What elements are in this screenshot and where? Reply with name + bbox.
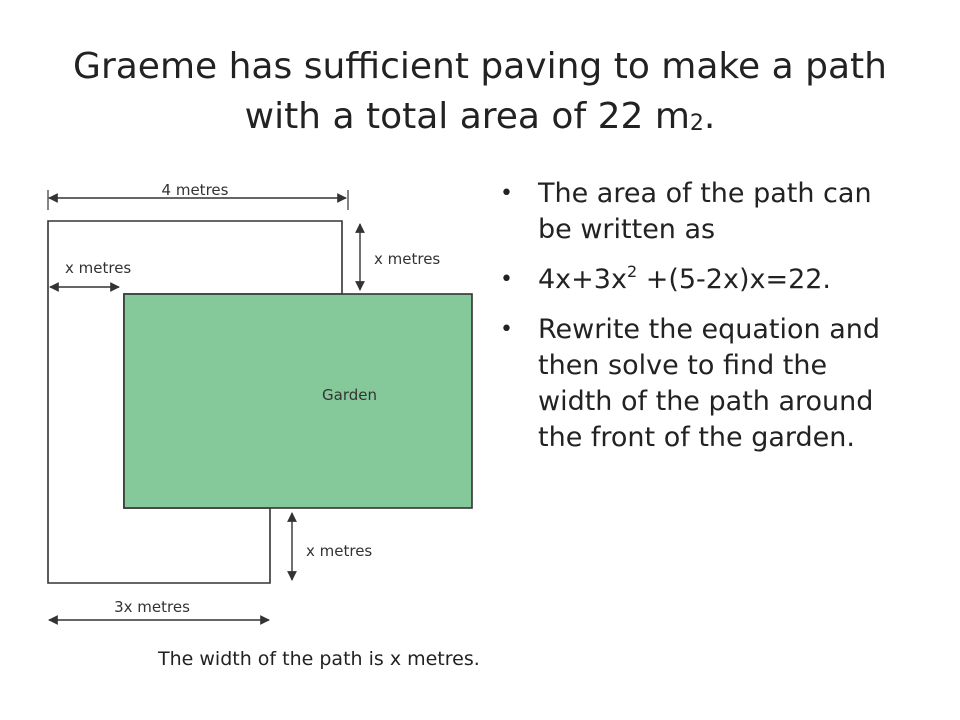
equation-start: 4x+3x xyxy=(538,264,627,295)
bullet-list: • The area of the path can be written as… xyxy=(500,176,900,470)
left-dimension-label: x metres xyxy=(65,259,131,277)
bullet-item-instruction: • Rewrite the equation and then solve to… xyxy=(500,312,900,456)
bullet-text: The area of the path can be written as xyxy=(538,178,872,245)
bullet-item-area: • The area of the path can be written as xyxy=(500,176,900,248)
bottom-dimension-label: 3x metres xyxy=(114,598,190,616)
right-bottom-dimension-label: x metres xyxy=(306,542,372,560)
bullet-icon: • xyxy=(500,317,513,342)
slide-title: Graeme has sufficient paving to make a p… xyxy=(40,42,920,149)
garden-rect xyxy=(123,293,473,509)
title-text: Graeme has sufficient paving to make a p… xyxy=(73,46,887,137)
right-top-dimension-label: x metres xyxy=(374,250,440,268)
garden-label: Garden xyxy=(322,386,377,404)
diagram-caption: The width of the path is x metres. xyxy=(158,648,480,670)
equation-exponent: 2 xyxy=(626,262,638,281)
title-end: . xyxy=(703,96,716,137)
top-dimension-label: 4 metres xyxy=(162,181,229,199)
equation-end: +(5-2x)x=22. xyxy=(637,264,832,295)
title-exponent: 2 xyxy=(689,111,704,136)
bullet-text: Rewrite the equation and then solve to f… xyxy=(538,314,881,453)
bullet-icon: • xyxy=(500,267,513,292)
bullet-item-equation: • 4x+3x2 +(5-2x)x=22. xyxy=(500,262,900,298)
path-garden-diagram: 4 metres x metres x metres Garden x metr… xyxy=(47,181,473,625)
bullet-icon: • xyxy=(500,181,513,206)
